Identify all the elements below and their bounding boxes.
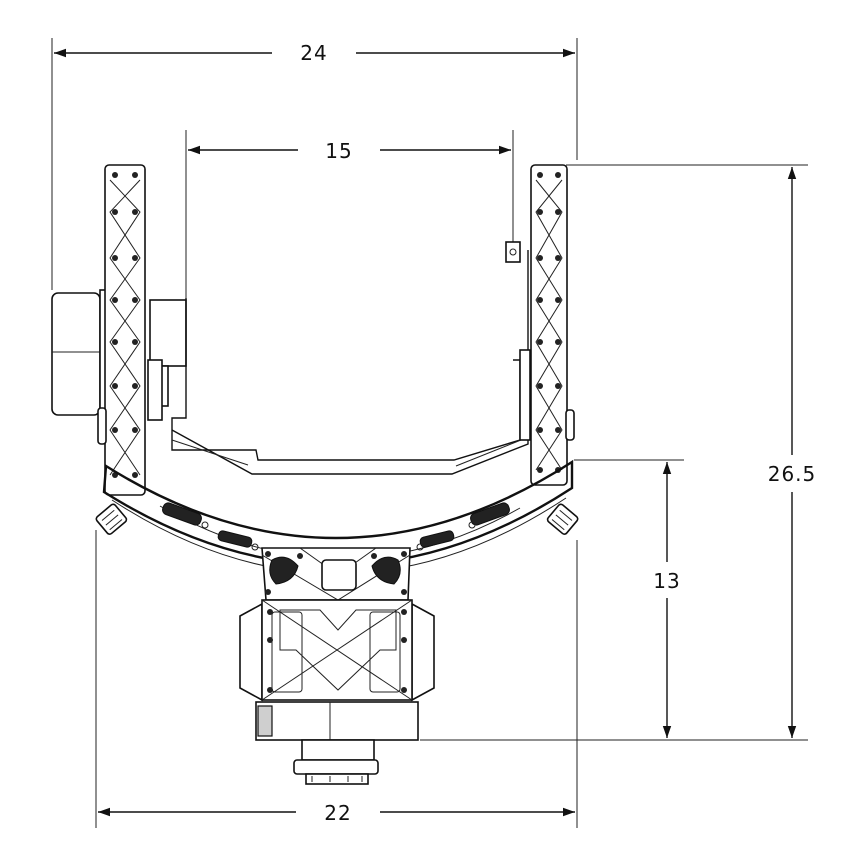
left-lever [95, 503, 128, 535]
dimension-label-inner-width: 15 [325, 139, 352, 163]
dimension-label-total-height: 26.5 [768, 462, 817, 486]
right-truss-arm [519, 164, 575, 486]
dimension-label-overall-width: 24 [300, 41, 327, 65]
center-hub-bracket [261, 547, 411, 601]
dimension-pivot-height: 13 [574, 459, 684, 738]
dimension-base-width: 22 [95, 530, 578, 828]
dimension-label-base-width: 22 [324, 801, 351, 825]
left-truss-arm [97, 164, 163, 496]
dimension-total-height: 26.5 [420, 164, 817, 741]
right-lever [546, 503, 579, 535]
base-mount [255, 701, 419, 785]
curved-yoke [102, 459, 574, 574]
pan-motor-housing [239, 599, 435, 702]
dimension-overall-width: 24 [51, 38, 578, 290]
dimension-label-pivot-height: 13 [653, 569, 680, 593]
dimension-inner-width: 15 [185, 130, 514, 300]
left-motor [51, 289, 187, 419]
camera-cradle [171, 241, 529, 475]
